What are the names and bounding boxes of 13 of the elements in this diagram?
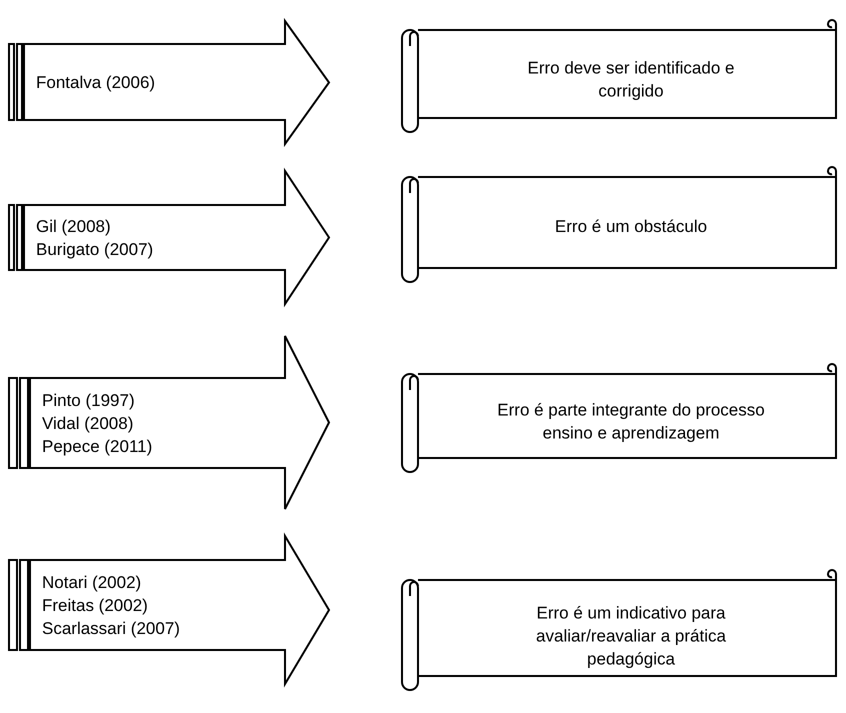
author-citation: Fontalva (2006) [36,72,156,94]
author-citation: Notari (2002) [42,572,142,594]
author-citation: Pinto (1997) [42,390,135,412]
author-citation: Freitas (2002) [42,594,148,616]
statement-text: Erro é parte integrante do processo ensino e aprendizagem [496,400,766,445]
statement-text: Erro é um obstáculo [554,215,708,238]
statement-text: Erro é um indicativo para avaliar/reavaliar a prática pedagógica [535,602,727,670]
author-citation: Gil (2008) [36,216,111,238]
author-citation: Scarlassari (2007) [42,618,180,640]
statement-text: Erro deve ser identificado e corrigido [526,58,736,103]
author-citation: Pepece (2011) [42,436,152,458]
author-citation: Burigato (2007) [36,238,154,260]
author-citation: Vidal (2008) [42,412,134,434]
